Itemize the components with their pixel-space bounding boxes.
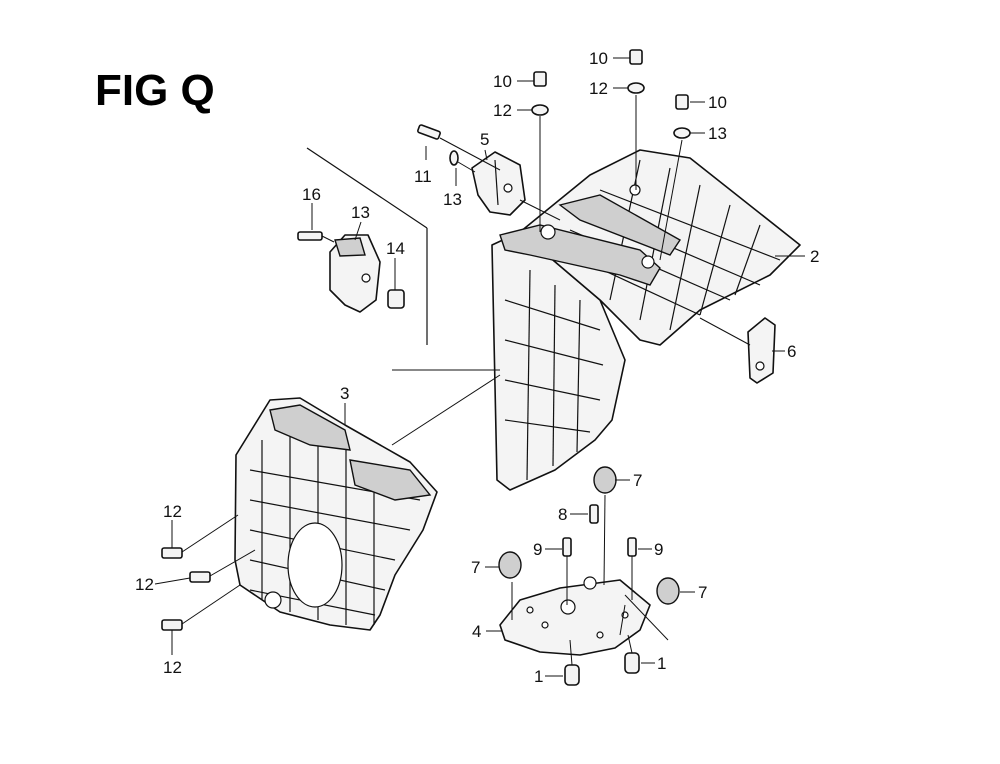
callout-12: 12 xyxy=(163,658,182,677)
frame-bracket-part-2 xyxy=(491,149,801,491)
callout-5: 5 xyxy=(480,130,489,149)
callout-9: 9 xyxy=(533,540,542,559)
washer-13c xyxy=(673,127,691,139)
callout-12: 12 xyxy=(135,575,154,594)
callout-13: 13 xyxy=(708,124,727,143)
callout-13: 12 xyxy=(589,79,608,98)
bolt-9a xyxy=(562,537,572,557)
figure-title: FIG Q xyxy=(95,66,215,115)
callout-8: 8 xyxy=(558,505,567,524)
frame-block-part-3 xyxy=(234,397,438,631)
callout-11: 11 xyxy=(414,167,432,186)
callout-6: 6 xyxy=(787,342,796,361)
plate-part-6 xyxy=(747,317,776,384)
callout-17: 14 xyxy=(386,239,405,258)
washer-14 xyxy=(449,150,459,166)
bolt-18 xyxy=(297,231,323,241)
callout-10: 10 xyxy=(493,72,512,91)
nut-10b xyxy=(629,49,643,65)
nut-17 xyxy=(387,289,405,309)
bolt-12a xyxy=(161,547,183,559)
bolt-12c xyxy=(161,619,183,631)
callout-labels: 10 12 10 12 10 13 11 13 5 16 13 14 2 6 3… xyxy=(135,49,819,686)
bracket-part-16 xyxy=(329,234,381,313)
callout-14: 13 xyxy=(443,190,462,209)
callout-10: 10 xyxy=(708,93,727,112)
bolt-12b xyxy=(189,571,211,583)
callout-12: 12 xyxy=(163,502,182,521)
callout-2: 2 xyxy=(810,247,819,266)
callout-9: 9 xyxy=(654,540,663,559)
inset-boundary xyxy=(306,147,428,345)
fasteners xyxy=(161,49,691,686)
mount-7b xyxy=(498,551,522,579)
bolt-9b xyxy=(627,537,637,557)
callout-1: 1 xyxy=(657,654,666,673)
cap-1b xyxy=(624,652,640,674)
callout-16: 13 xyxy=(351,203,370,222)
callout-7: 7 xyxy=(698,583,707,602)
callout-10: 10 xyxy=(589,49,608,68)
cap-1a xyxy=(564,664,580,686)
washer-13b xyxy=(627,82,645,94)
callout-7: 7 xyxy=(471,558,480,577)
mount-7a xyxy=(593,466,617,494)
mount-7c xyxy=(656,577,680,605)
clamp-bracket-part-5 xyxy=(471,151,526,216)
washer-13a xyxy=(531,104,549,116)
callout-3: 3 xyxy=(340,384,349,403)
callout-7: 7 xyxy=(633,471,642,490)
callout-18: 16 xyxy=(302,185,321,204)
nut-10a xyxy=(533,71,547,87)
nut-10c xyxy=(675,94,689,110)
bolt-11 xyxy=(417,124,441,140)
mounting-plate-part-4 xyxy=(499,576,651,656)
callout-4: 4 xyxy=(472,622,481,641)
leader-lines xyxy=(154,57,805,677)
callout-13: 12 xyxy=(493,101,512,120)
callout-1: 1 xyxy=(534,667,543,686)
bolt-8 xyxy=(589,504,599,524)
